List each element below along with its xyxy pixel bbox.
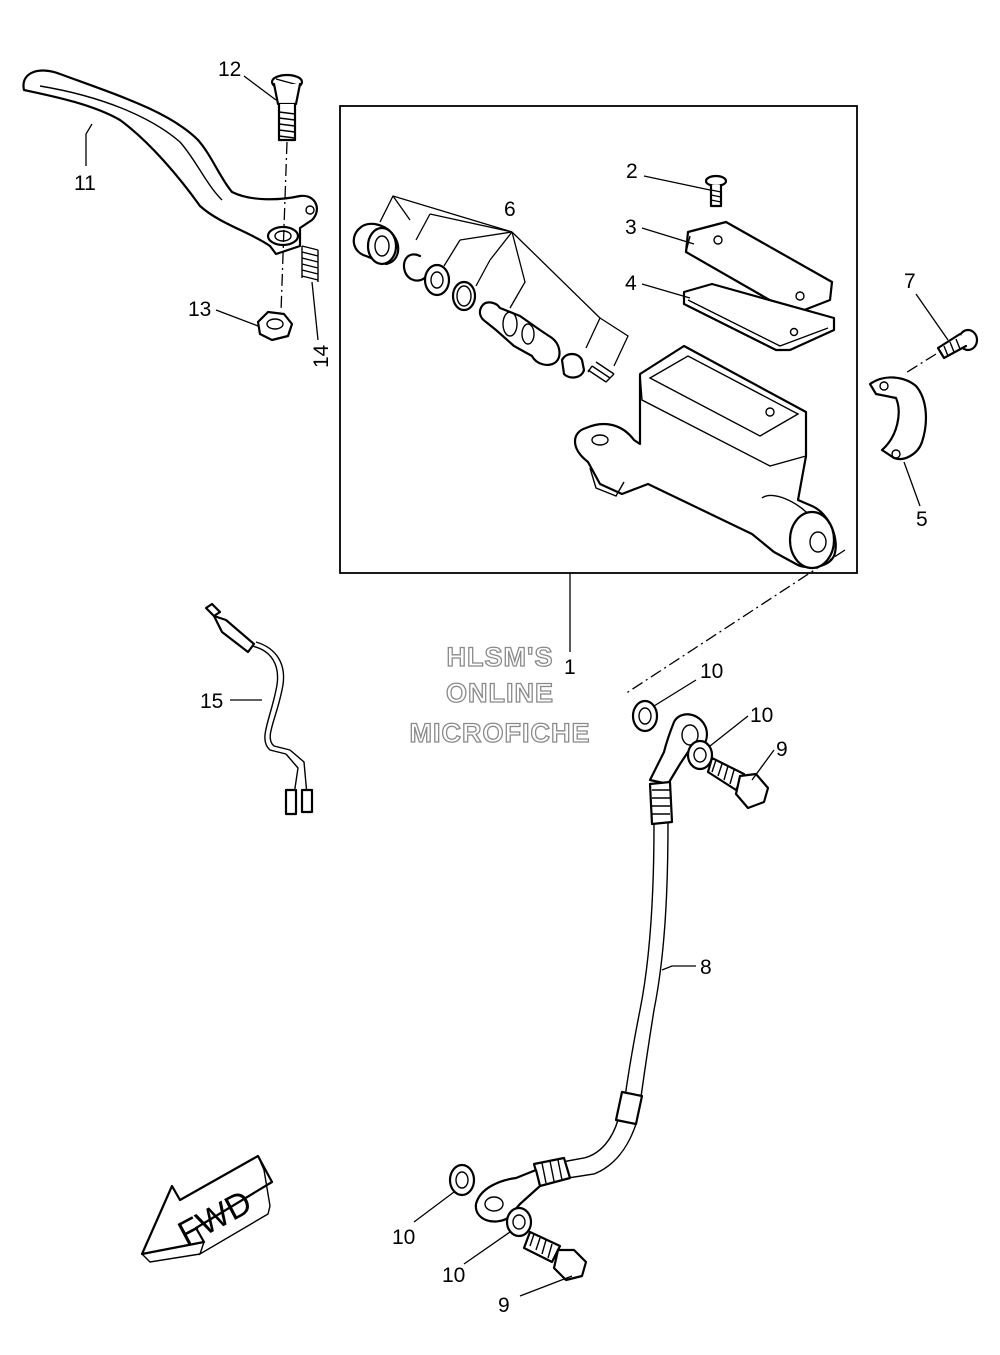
brake-switch (204, 602, 314, 816)
callout-10-a: 10 (700, 660, 723, 683)
fwd-arrow-icon: FWD (140, 1154, 274, 1263)
callout-10-d: 10 (442, 1264, 465, 1287)
cap-screw (704, 174, 728, 208)
callout-2: 2 (626, 160, 638, 183)
reservoir-diaphragm (682, 282, 836, 352)
reservoir-cap (684, 220, 834, 316)
master-cylinder-assembly-box (339, 105, 858, 574)
callout-12: 12 (218, 58, 241, 81)
callout-15: 15 (200, 690, 223, 713)
callout-11: 11 (74, 172, 96, 195)
watermark: HLSM'S ONLINE MICROFICHE (409, 641, 591, 748)
callout-9-upper: 9 (776, 738, 788, 761)
callout-3: 3 (625, 216, 637, 239)
callout-7: 7 (904, 270, 916, 293)
watermark-line-3: MICROFICHE (410, 718, 591, 748)
callout-14: 14 (310, 344, 333, 368)
lever-spring (301, 245, 319, 282)
brake-hose (532, 780, 674, 1188)
callout-10-c: 10 (392, 1226, 415, 1249)
watermark-line-2: ONLINE (446, 678, 554, 708)
callout-4: 4 (625, 272, 637, 295)
master-cylinder-body (573, 344, 837, 570)
callout-8: 8 (700, 956, 712, 979)
callout-5: 5 (916, 508, 928, 531)
callout-6: 6 (504, 198, 516, 221)
callout-numbers: 1 2 3 4 5 6 7 8 9 9 10 10 10 10 11 12 13… (74, 58, 928, 1317)
lower-banjo-fitting (448, 1163, 588, 1282)
leader-lines (85, 75, 949, 1297)
piston-kit (352, 195, 629, 383)
master-cylinder-holder (868, 376, 928, 461)
pivot-bolt (270, 73, 304, 142)
callout-10-b: 10 (750, 704, 773, 727)
brake-lever (22, 69, 318, 256)
lever-nut (256, 310, 294, 342)
callout-9-lower: 9 (498, 1294, 510, 1317)
watermark-line-1: HLSM'S (447, 642, 554, 672)
callout-1: 1 (564, 656, 576, 679)
callout-13: 13 (188, 298, 211, 321)
holder-bolt (936, 328, 979, 360)
